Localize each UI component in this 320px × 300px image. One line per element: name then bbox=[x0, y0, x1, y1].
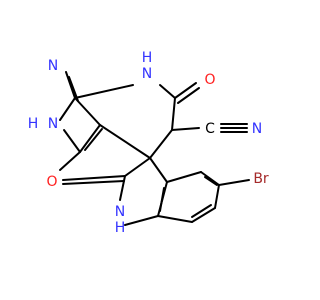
bond bbox=[149, 129, 173, 159]
bond bbox=[171, 127, 200, 131]
bond bbox=[119, 175, 126, 201]
bond bbox=[166, 171, 202, 183]
bond bbox=[63, 129, 81, 153]
bonds bbox=[59, 71, 250, 226]
atom-n7h: N bbox=[142, 66, 152, 82]
bond bbox=[59, 97, 76, 121]
bond bbox=[177, 87, 200, 104]
bond bbox=[124, 215, 159, 226]
bond bbox=[191, 207, 216, 223]
bond bbox=[74, 97, 101, 126]
atom-n2h-n: N bbox=[48, 116, 58, 132]
atom-cn-c: C bbox=[205, 121, 215, 137]
bond bbox=[124, 157, 151, 177]
atom-o6: O bbox=[204, 72, 215, 88]
bond bbox=[65, 71, 76, 99]
bond bbox=[62, 175, 126, 181]
molecule-structure: N H N H N O C N O Br N H bbox=[28, 50, 269, 236]
bond bbox=[99, 124, 151, 159]
bond bbox=[218, 179, 250, 186]
atom-n1h: N bbox=[115, 204, 125, 220]
bond bbox=[174, 82, 197, 99]
bond bbox=[200, 171, 220, 186]
atom-n2h-h: H bbox=[28, 116, 39, 132]
bond bbox=[191, 204, 212, 218]
bond bbox=[204, 176, 218, 186]
atom-cn-n: N bbox=[252, 121, 262, 137]
bond bbox=[74, 84, 134, 99]
atom-br: Br bbox=[253, 171, 269, 187]
bond bbox=[79, 124, 101, 153]
atom-n1h-sub: H bbox=[115, 220, 126, 236]
structure-svg: N H N H N O C N O Br N H bbox=[28, 50, 269, 236]
bond bbox=[214, 184, 220, 209]
bond bbox=[171, 97, 176, 131]
bond bbox=[84, 128, 103, 151]
bond bbox=[159, 187, 165, 212]
bond bbox=[62, 180, 125, 185]
atom-n7h-sub: H bbox=[142, 50, 153, 66]
bond bbox=[59, 151, 81, 171]
bond bbox=[149, 157, 168, 183]
bond bbox=[157, 215, 193, 223]
atom-n1: N bbox=[48, 58, 58, 74]
bond bbox=[159, 84, 176, 99]
atom-o2: O bbox=[46, 174, 57, 190]
atom-labels: N H N H N O C N O Br N H bbox=[28, 50, 269, 236]
